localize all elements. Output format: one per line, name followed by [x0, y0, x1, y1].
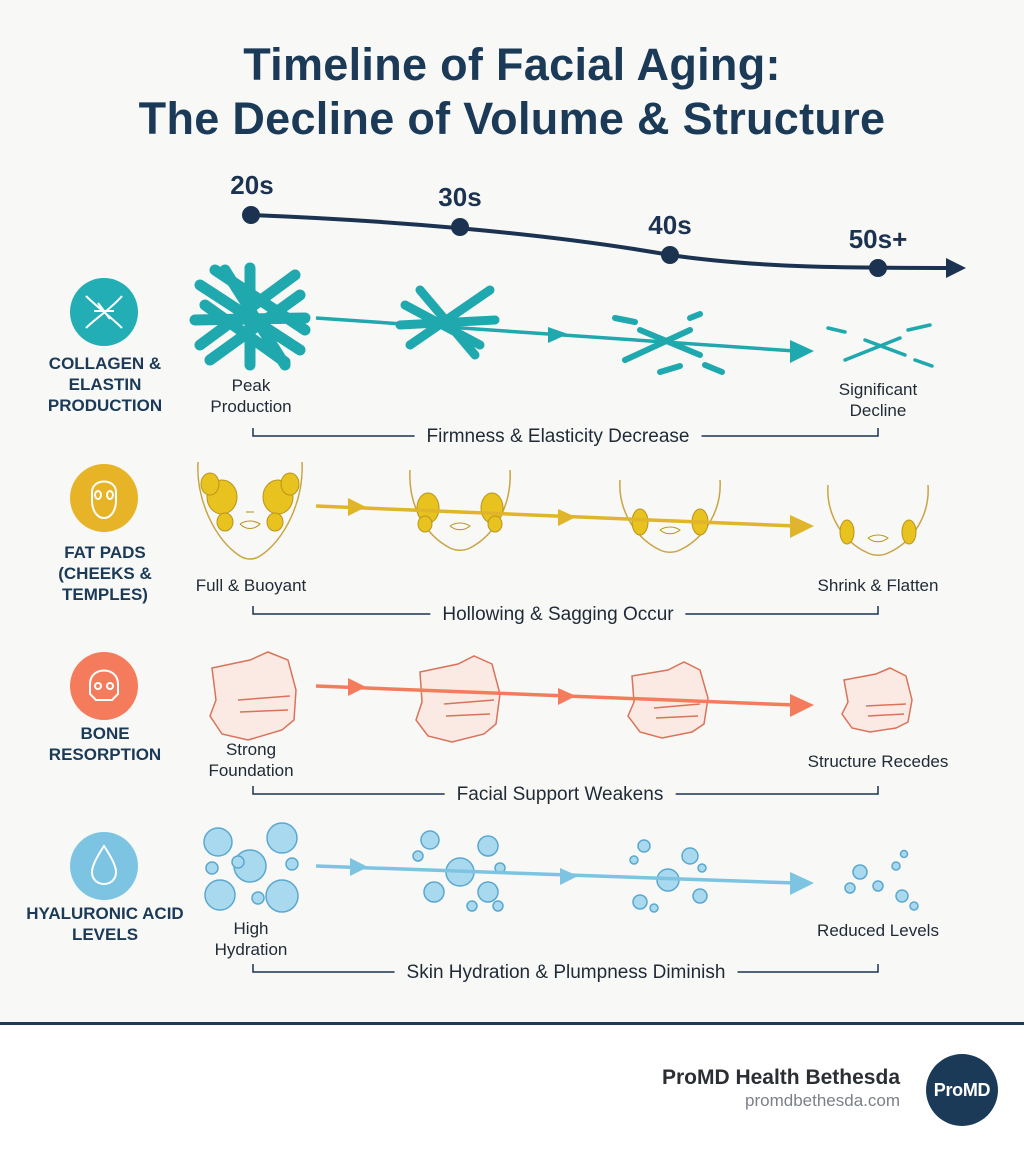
brand-name: ProMD Health Bethesda: [661, 1066, 900, 1089]
collagen-stage-1: [189, 262, 311, 371]
timeline-dot-30s: [451, 218, 469, 236]
face-stage-2: [409, 469, 511, 551]
decade-label-40s: 40s: [648, 210, 692, 240]
timeline-dot-20s: [242, 206, 260, 224]
decade-label-30s: 30s: [438, 182, 482, 212]
row-hyaluronic: [70, 822, 919, 973]
face-stage-4: [827, 484, 929, 556]
hyaluronic-end-label: Reduced Levels: [817, 921, 939, 940]
molecules-stage-4: [844, 849, 919, 911]
row-label-hyaluronic: HYALURONIC ACID LEVELS: [26, 904, 184, 944]
skull-stage-4: [841, 667, 913, 733]
collagen-end-label: Significant Decline: [838, 380, 918, 420]
bone-flow-arrow: [315, 678, 814, 717]
timeline-dot-40s: [661, 246, 679, 264]
fat-pads-start-label: Full & Buoyant: [195, 576, 307, 595]
timeline-curve: [250, 213, 966, 278]
decade-label-20s: 20s: [230, 170, 274, 200]
collagen-stage-2: [395, 285, 500, 360]
fat-pads-end-label: Shrink & Flatten: [817, 576, 939, 595]
fat-pads-flow-arrow: [315, 498, 814, 538]
row-fat-pads: [70, 461, 929, 615]
row-label-bone: BONE RESORPTION: [48, 724, 162, 764]
row-collagen: [70, 262, 934, 437]
footer-divider: [0, 1022, 1024, 1025]
collagen-summary: Firmness & Elasticity Decrease: [414, 426, 702, 448]
row-bone: [70, 651, 913, 795]
page-title: Timeline of Facial Aging: The Decline of…: [0, 38, 1024, 146]
face-outline-icon: [70, 464, 138, 532]
brand-url[interactable]: promdbethesda.com: [745, 1091, 900, 1110]
timeline-dot-50s: [869, 259, 887, 277]
fat-pads-summary: Hollowing & Sagging Occur: [430, 604, 686, 626]
bone-start-label: Strong Foundation: [208, 740, 294, 780]
decade-timeline: [242, 206, 966, 278]
hyaluronic-summary: Skin Hydration & Plumpness Diminish: [394, 962, 738, 984]
bone-end-label: Structure Recedes: [807, 752, 949, 771]
face-stage-1: [197, 461, 303, 560]
hyaluronic-flow-arrow: [315, 858, 814, 895]
collagen-start-label: Peak Production: [210, 376, 292, 416]
row-label-fat-pads: FAT PADS (CHEEKS & TEMPLES): [58, 543, 152, 604]
hyaluronic-start-label: High Hydration: [214, 919, 288, 959]
skull-stage-2: [415, 655, 501, 743]
molecules-stage-1: [203, 822, 299, 913]
collagen-flow-arrow: [315, 316, 814, 363]
row-label-collagen: COLLAGEN & ELASTIN PRODUCTION: [47, 354, 163, 415]
collagen-stage-4: [826, 323, 934, 368]
skull-stage-1: [209, 651, 297, 741]
title-line-1: Timeline of Facial Aging:: [243, 39, 781, 90]
bone-summary: Facial Support Weakens: [444, 784, 676, 806]
brand-logo: ProMD: [926, 1054, 998, 1126]
water-drop-icon: [70, 832, 138, 900]
skull-icon: [70, 652, 138, 720]
face-stage-3: [619, 479, 721, 553]
footer: [0, 1025, 1024, 1154]
molecules-stage-2: [412, 830, 506, 912]
title-line-2: The Decline of Volume & Structure: [138, 93, 886, 144]
decade-label-50s: 50s+: [848, 224, 908, 254]
